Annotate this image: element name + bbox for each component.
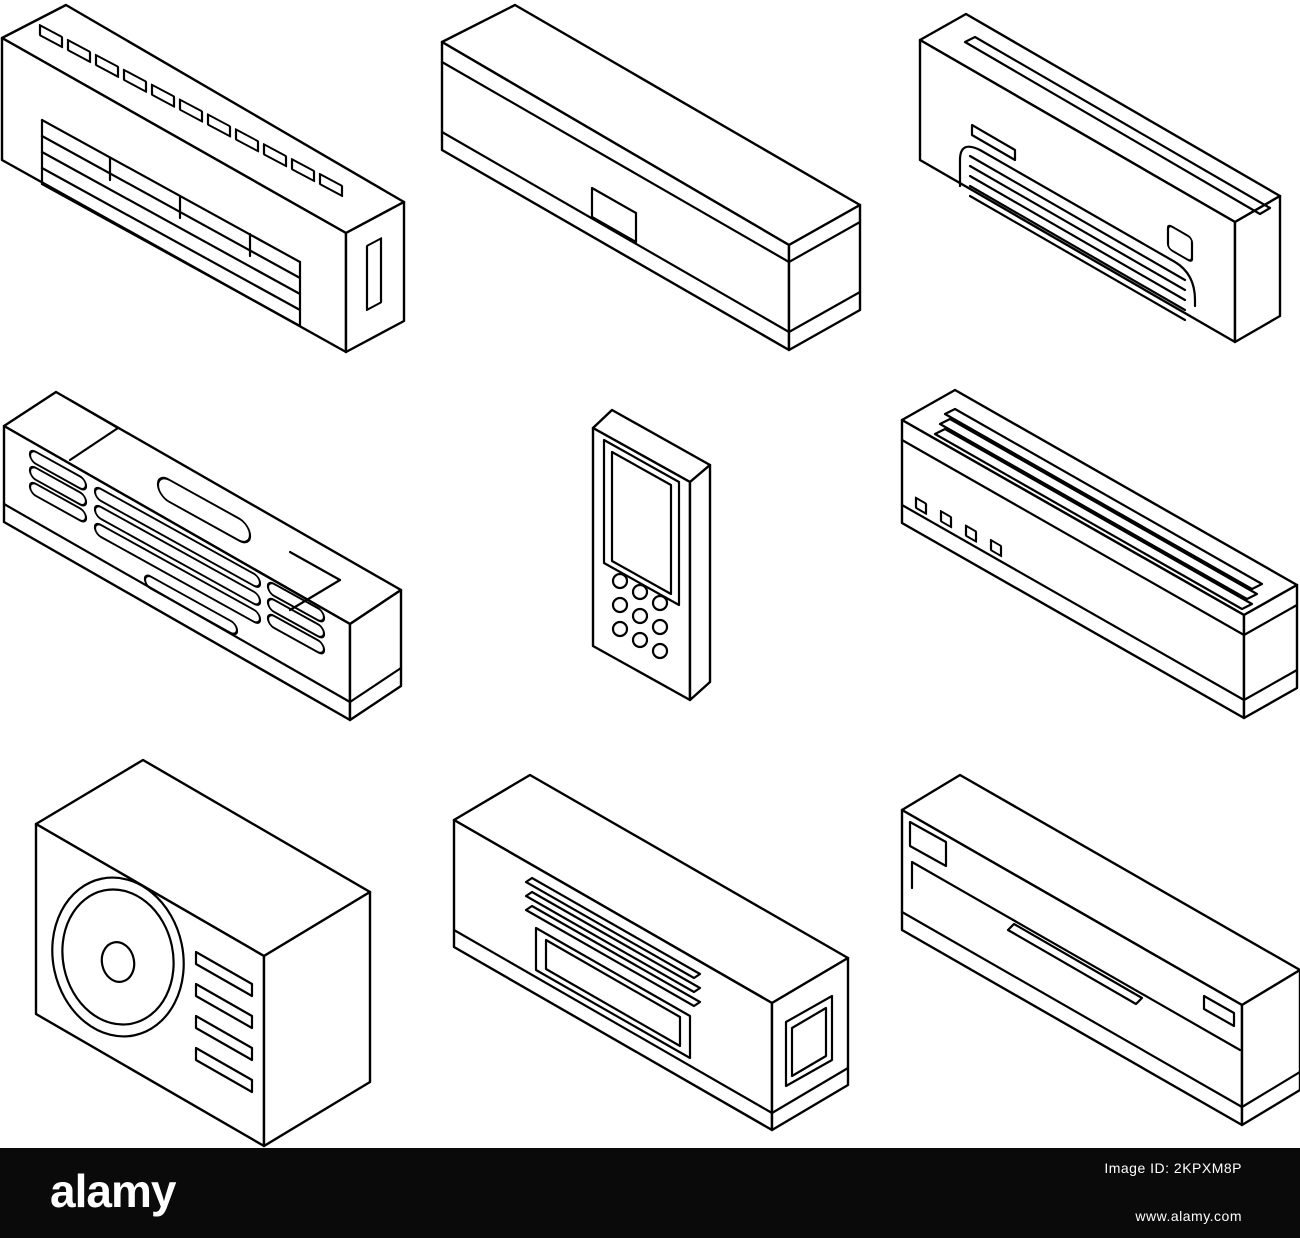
- indoor-ac-unit-vent-arch-icon: [918, 12, 1282, 344]
- website-label: www.alamy.com: [1135, 1208, 1242, 1224]
- outdoor-ac-fan-unit-icon: [34, 758, 372, 1148]
- indoor-ac-unit-slotted-icon: [0, 3, 406, 354]
- watermark-footer: alamy Image ID: 2KPXM8P www.alamy.com: [0, 1148, 1300, 1238]
- remote-control-icon: [591, 408, 712, 702]
- indoor-ac-unit-plain-icon: [440, 3, 862, 352]
- indoor-ac-unit-grille-icon: [2, 390, 403, 722]
- indoor-ac-unit-display-icon: [900, 773, 1300, 1127]
- image-id-label: Image ID: 2KPXM8P: [1104, 1160, 1242, 1176]
- indoor-ac-unit-center-vent-icon: [452, 773, 850, 1132]
- alamy-logo: alamy: [50, 1165, 176, 1217]
- indoor-ac-unit-top-vent-icon: [900, 388, 1299, 720]
- icon-set-canvas: [0, 3, 1300, 1148]
